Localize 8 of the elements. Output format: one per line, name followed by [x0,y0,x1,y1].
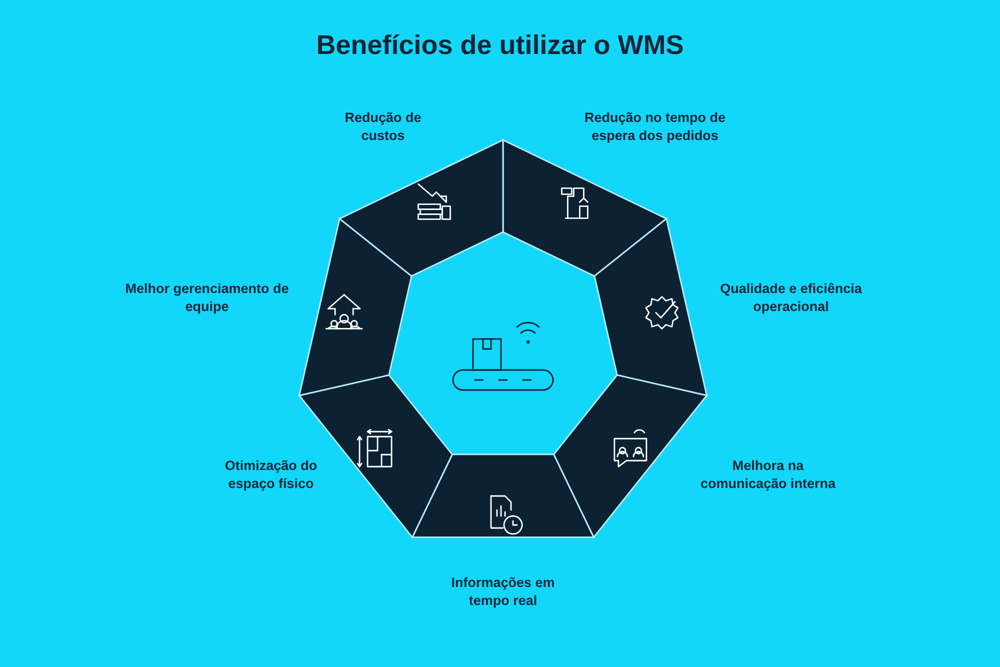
benefit-label: Redução no tempo de espera dos pedidos [583,109,726,145]
benefit-label: Informações em tempo real [450,574,556,610]
benefit-label: Qualidade e eficiência operacional [719,280,863,316]
benefit-label: Melhor gerenciamento de equipe [124,280,290,316]
benefit-label: Melhora na comunicação interna [699,457,837,493]
title: Benefícios de utilizar o WMS [315,30,685,61]
benefit-label: Redução de custos [344,109,422,145]
benefit-label: Otimização do espaço físico [224,457,318,493]
